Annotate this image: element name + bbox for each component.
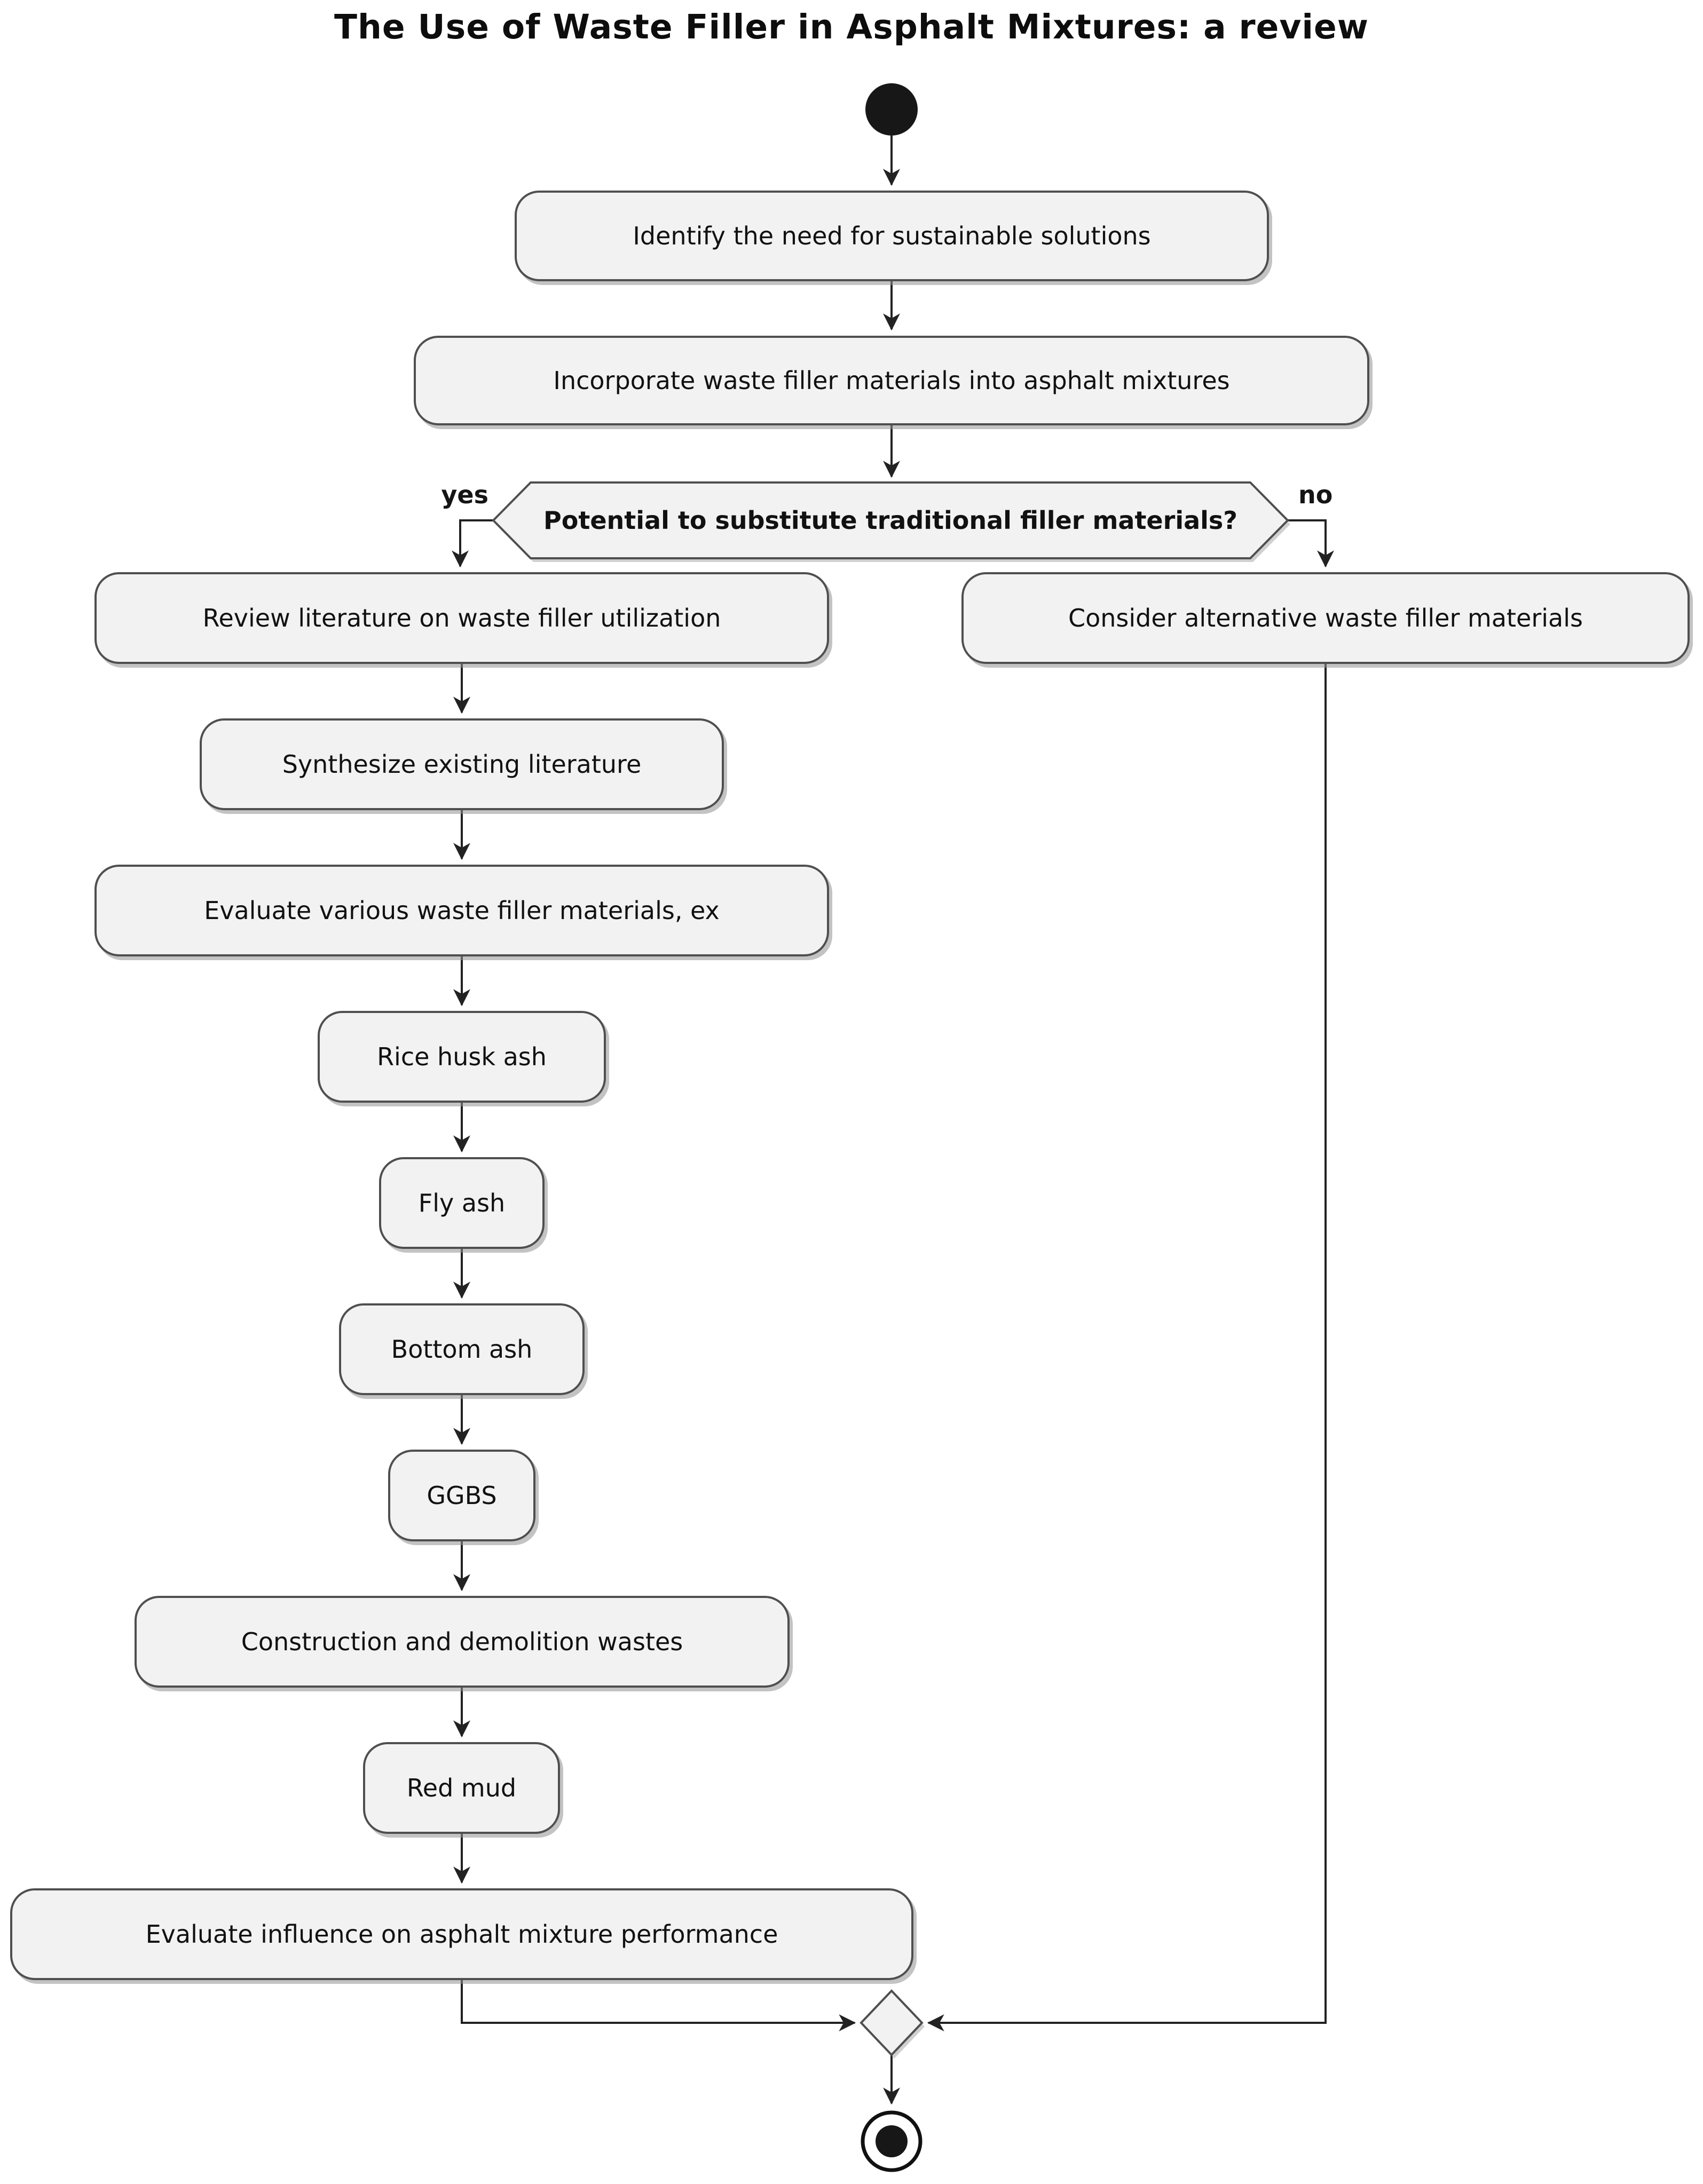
activity-synthesize-literature: Synthesize existing literature: [200, 718, 724, 810]
activity-red-mud-label: Red mud: [406, 1773, 517, 1802]
activity-rice-husk-ash-label: Rice husk ash: [377, 1042, 547, 1071]
end-node-core: [876, 2125, 908, 2157]
activity-identify-need-label: Identify the need for sustainable soluti…: [633, 221, 1151, 250]
branch-label-yes: yes: [441, 480, 488, 509]
activity-review-literature: Review literature on waste filler utiliz…: [94, 572, 829, 664]
merge-diamond: [860, 1989, 924, 2056]
activity-evaluate-influence-label: Evaluate influence on asphalt mixture pe…: [145, 1919, 778, 1949]
diagram-title: The Use of Waste Filler in Asphalt Mixtu…: [334, 7, 1369, 46]
activity-consider-alternatives-label: Consider alternative waste filler materi…: [1068, 603, 1583, 632]
activity-synthesize-literature-label: Synthesize existing literature: [282, 749, 642, 779]
activity-evaluate-influence: Evaluate influence on asphalt mixture pe…: [10, 1888, 913, 1980]
activity-red-mud: Red mud: [363, 1742, 560, 1834]
activity-consider-alternatives: Consider alternative waste filler materi…: [961, 572, 1690, 664]
activity-evaluate-materials: Evaluate various waste filler materials,…: [94, 865, 829, 956]
activity-bottom-ash-label: Bottom ash: [391, 1334, 533, 1364]
activity-fly-ash: Fly ash: [379, 1157, 545, 1249]
activity-fly-ash-label: Fly ash: [418, 1188, 506, 1217]
activity-incorporate-fillers: Incorporate waste filler materials into …: [414, 336, 1369, 425]
flow-decision-yes-branch: [452, 519, 493, 568]
activity-bottom-ash: Bottom ash: [339, 1303, 585, 1395]
activity-rice-husk-ash: Rice husk ash: [318, 1011, 606, 1103]
decision-hexagon: [492, 481, 1289, 559]
flow-decision-no-branch: [1288, 519, 1334, 568]
start-node: [865, 83, 918, 136]
activity-incorporate-fillers-label: Incorporate waste filler materials into …: [553, 366, 1230, 395]
activity-ggbs: GGBS: [388, 1450, 535, 1541]
activity-construction-demolition: Construction and demolition wastes: [135, 1596, 790, 1688]
flow-consider-to-merge: [927, 664, 1327, 2031]
branch-label-no: no: [1298, 480, 1333, 509]
activity-review-literature-label: Review literature on waste filler utiliz…: [202, 603, 721, 632]
activity-evaluate-materials-label: Evaluate various waste filler materials,…: [204, 896, 720, 925]
activity-construction-demolition-label: Construction and demolition wastes: [241, 1627, 683, 1656]
decision-question: Potential to substitute traditional fill…: [543, 506, 1237, 535]
activity-ggbs-label: GGBS: [427, 1481, 497, 1510]
activity-identify-need: Identify the need for sustainable soluti…: [515, 191, 1269, 281]
flow-influence-to-merge: [461, 1980, 856, 2031]
